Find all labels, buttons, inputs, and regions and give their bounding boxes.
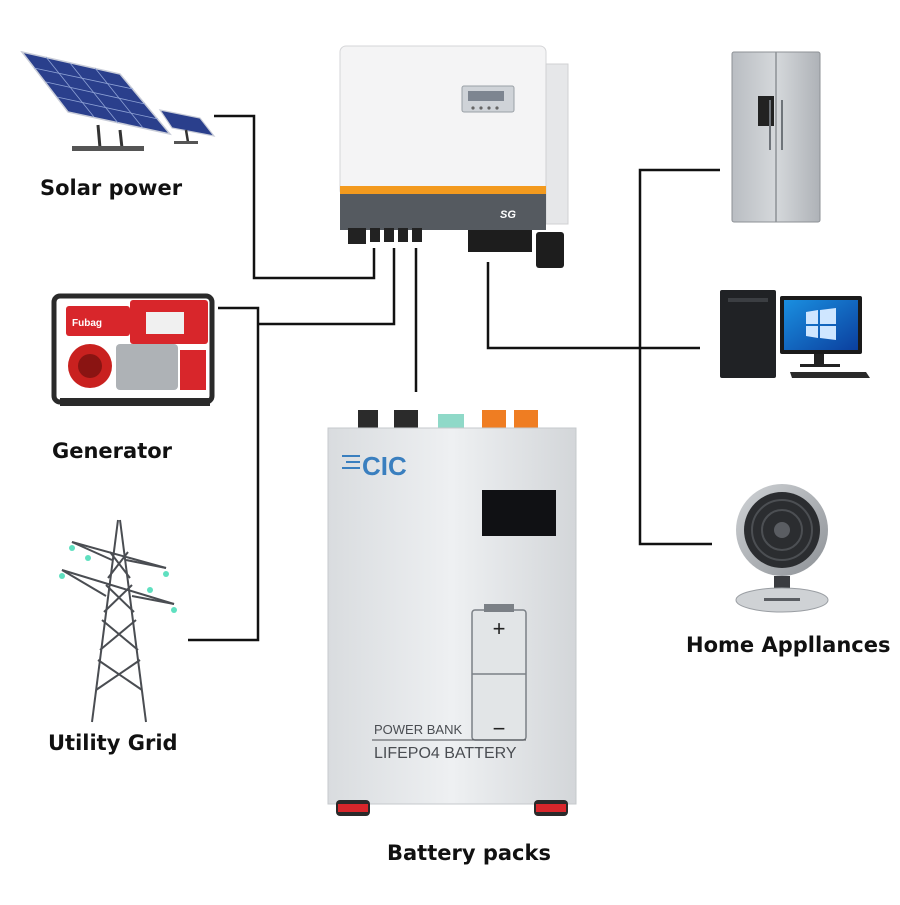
inverter-brand: SG [500, 209, 516, 221]
line-generator [188, 306, 260, 642]
battery-minus: − [493, 716, 506, 741]
transmission-tower-icon [59, 519, 177, 723]
label-battery-packs: Battery packs [387, 841, 551, 865]
battery-plus: + [493, 616, 506, 641]
battery-logo: CIC [342, 451, 407, 481]
fan-icon [735, 484, 829, 613]
label-utility-grid: Utility Grid [48, 731, 178, 755]
line-generator-to-inverter [258, 248, 396, 326]
battery-title-2: LIFEPO4 BATTERY [374, 745, 517, 762]
connection-lines [188, 114, 720, 642]
generator-brand: Fubag [72, 318, 102, 329]
battery-brand: CIC [362, 451, 407, 481]
line-home-bus [638, 168, 720, 546]
inverter-icon: SG [339, 45, 569, 268]
battery-title-1: POWER BANK [374, 722, 462, 737]
line-home [486, 262, 700, 350]
line-solar [214, 114, 376, 280]
label-solar-power: Solar power [40, 176, 183, 200]
desktop-computer-icon [720, 290, 870, 378]
battery-icon: + − POWER BANK LIFEPO4 BATTERY CIC [327, 410, 577, 816]
generator-icon: Fubag [51, 293, 215, 406]
refrigerator-icon [731, 51, 821, 223]
label-generator: Generator [52, 439, 173, 463]
label-home-appliances: Home Appllances [686, 633, 891, 657]
solar-panel-icon [20, 50, 216, 151]
